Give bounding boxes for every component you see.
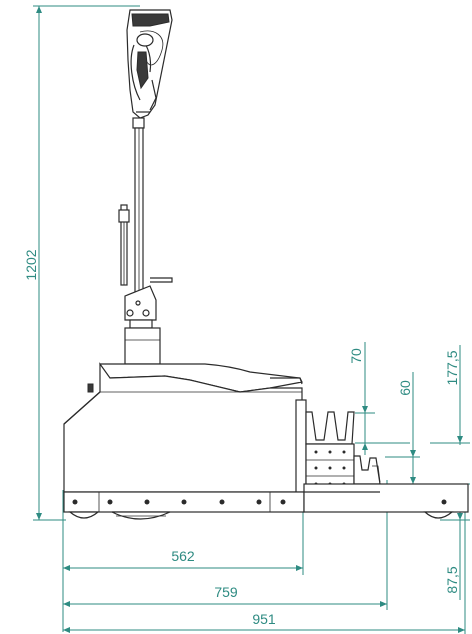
wheels (68, 511, 454, 520)
main-housing (63, 362, 303, 493)
chassis-rail (63, 483, 469, 513)
dim-label-177-5: 177,5 (444, 350, 460, 385)
dim-label-87-5: 87,5 (444, 566, 460, 593)
dim-label-951: 951 (252, 611, 276, 627)
column-base (124, 319, 161, 365)
dim-label-height-total: 1202 (23, 249, 39, 280)
dim-label-562: 562 (171, 548, 195, 564)
machine-outline (63, 9, 469, 520)
dimension-lines (33, 5, 470, 634)
dim-label-70: 70 (348, 348, 364, 364)
dim-label-759: 759 (214, 584, 238, 600)
fork-structure (295, 399, 381, 493)
tiller-shaft (118, 117, 173, 321)
dimension-labels: 1202 562 759 951 70 60 177,5 87,5 (23, 249, 460, 627)
dim-label-60: 60 (397, 380, 413, 396)
tiller-handle (126, 9, 173, 119)
